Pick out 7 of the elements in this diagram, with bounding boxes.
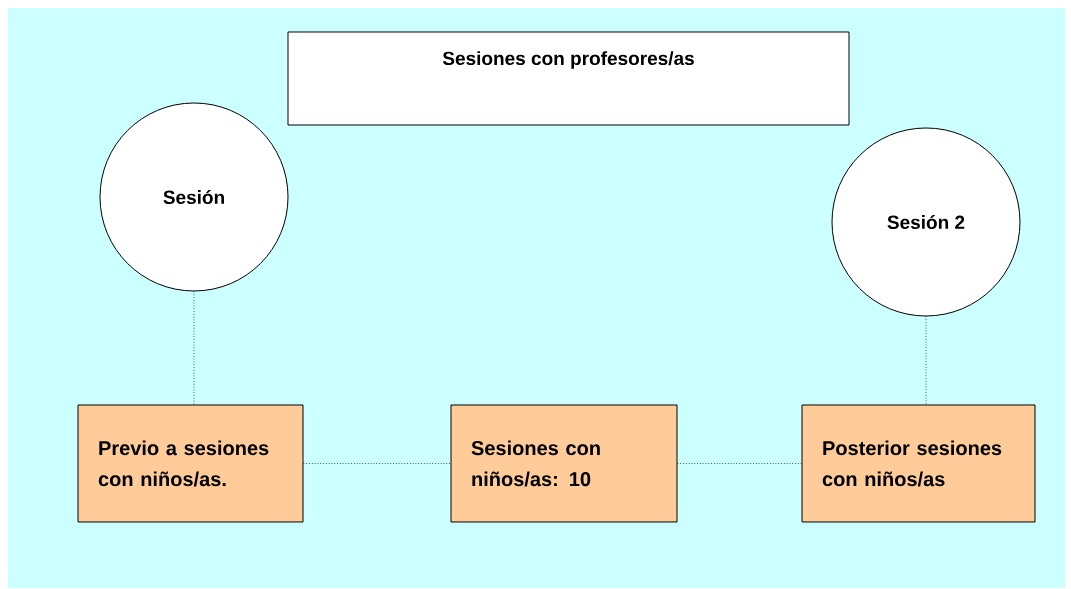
- process-box: Sesiones con niños/as: 10: [450, 404, 678, 523]
- process-box: Previo a sesiones con niños/as.: [77, 404, 304, 523]
- connector-line: [677, 463, 802, 464]
- title-box: Sesiones con profesores/as: [287, 31, 850, 126]
- connector-line: [925, 316, 927, 405]
- process-box: Posterior sesiones con niños/as: [801, 404, 1036, 523]
- connector-line: [193, 291, 195, 405]
